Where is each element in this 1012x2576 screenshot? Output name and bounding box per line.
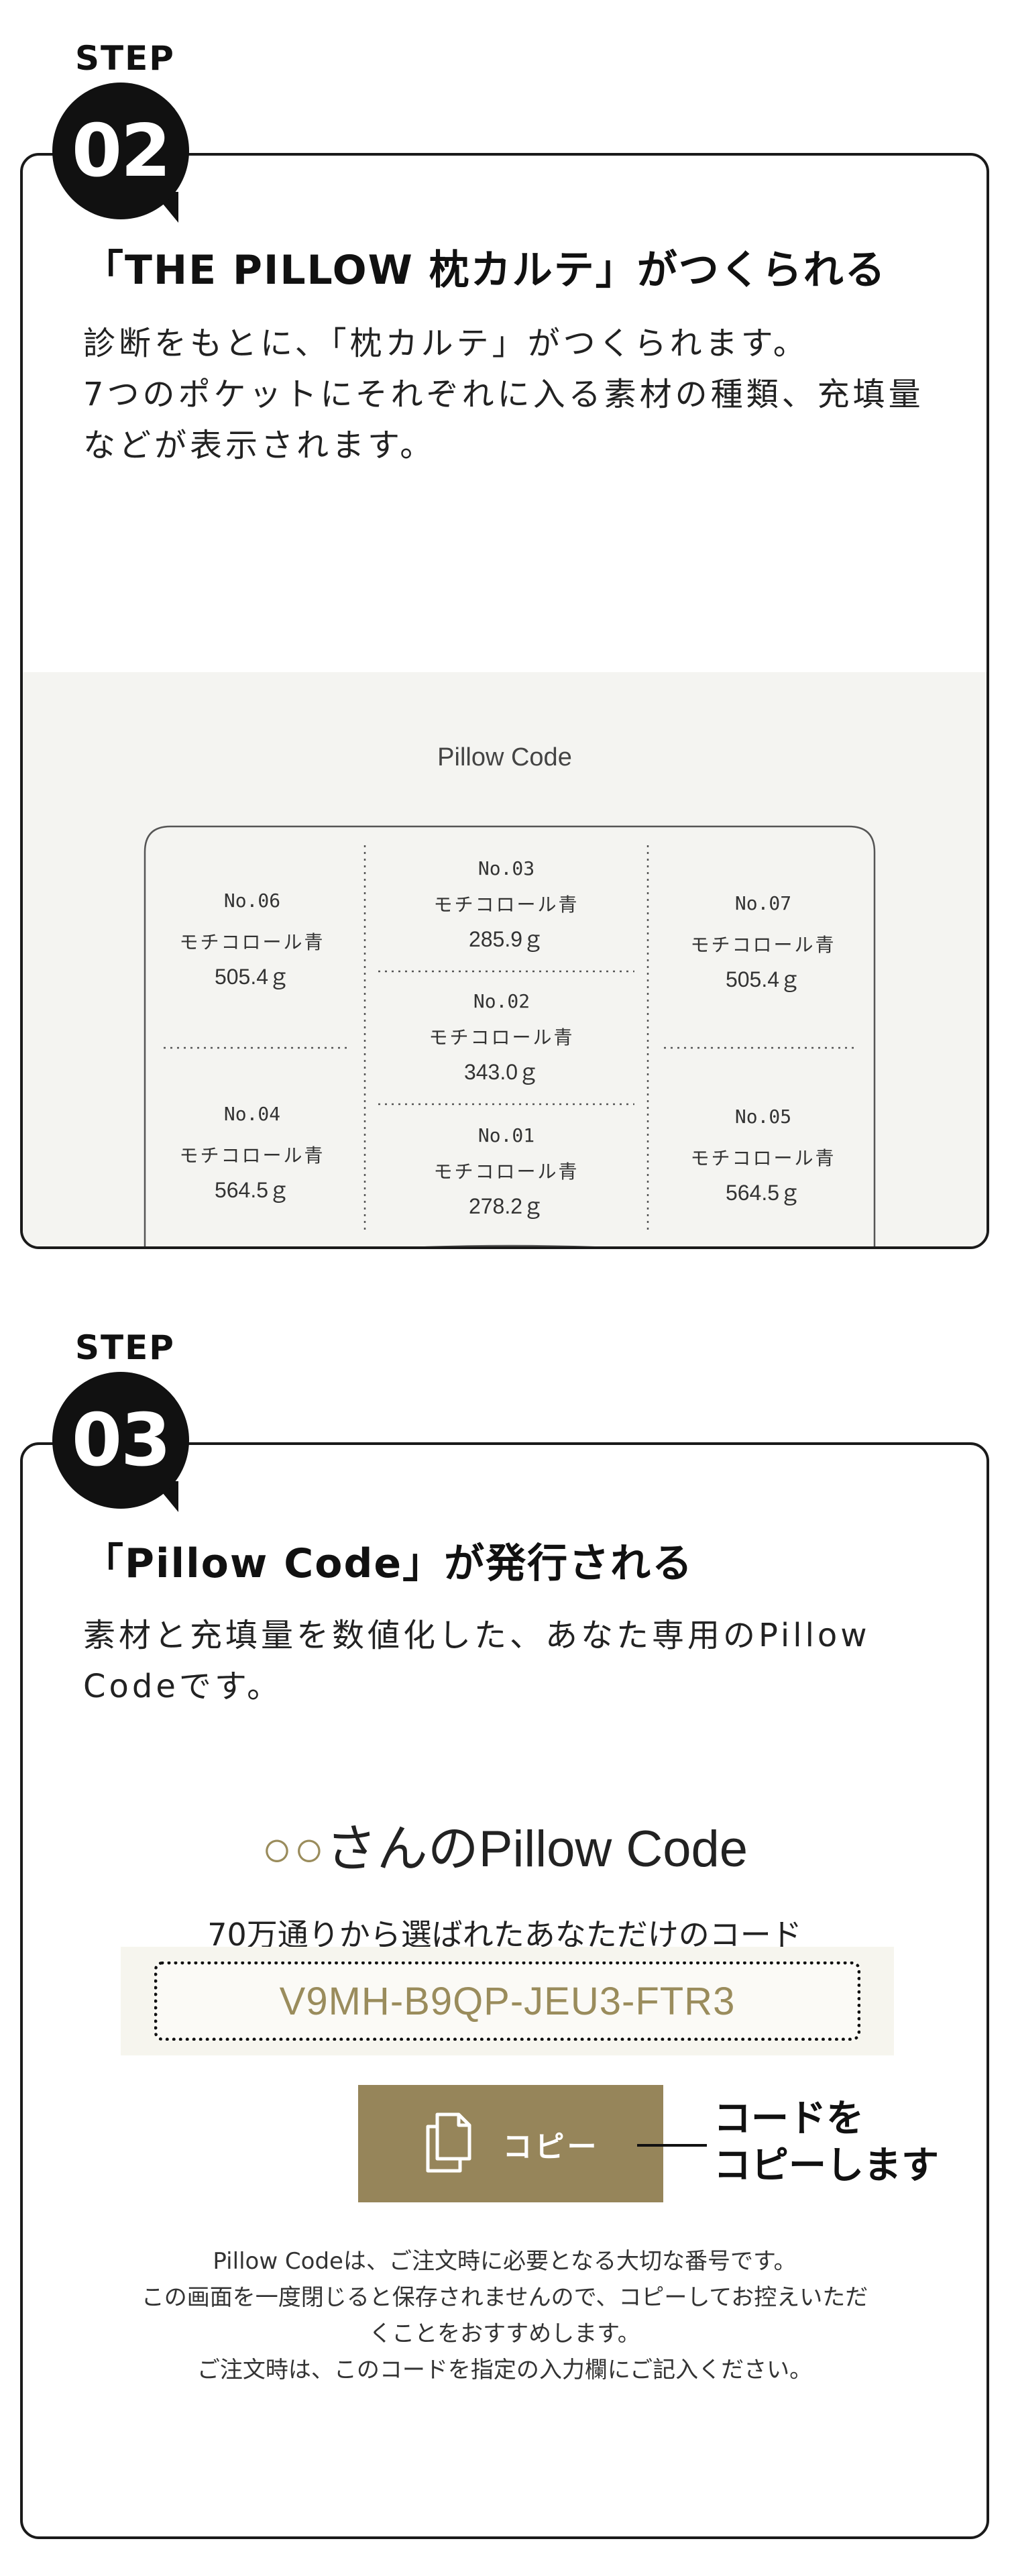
step-number-badge: 03 bbox=[52, 1372, 189, 1509]
card-description: 素材と充填量を数値化した、あなた専用のPillow Codeです。 bbox=[83, 1610, 870, 1712]
copy-callout: コードを コピーします bbox=[714, 2096, 939, 2190]
pocket-cell-03: No.03 モチコロール青 285.9ｇ bbox=[386, 857, 627, 953]
copy-icon bbox=[423, 2109, 483, 2178]
step-number-badge: 02 bbox=[52, 83, 189, 219]
pocket-weight: 278.2ｇ bbox=[468, 1194, 545, 1218]
notice-line: Pillow Codeは、ご注文時に必要となる大切な番号です。 bbox=[213, 2248, 797, 2275]
pocket-number: No.03 bbox=[477, 857, 535, 879]
user-name-placeholder: ○○ bbox=[261, 1821, 326, 1878]
pocket-weight: 505.4ｇ bbox=[725, 967, 801, 991]
pocket-number: No.02 bbox=[473, 990, 530, 1012]
step-03-card: 「Pillow Code」が発行される 素材と充填量を数値化した、あなた専用のP… bbox=[20, 1442, 989, 2539]
code-panel: V9MH-B9QP-JEU3-FTR3 bbox=[121, 1947, 894, 2055]
notice-text: Pillow Codeは、ご注文時に必要となる大切な番号です。 この画面を一度閉… bbox=[23, 2243, 987, 2388]
pointer-line bbox=[637, 2144, 707, 2147]
step-label: STEP bbox=[75, 1328, 175, 1367]
pocket-material: モチコロール青 bbox=[179, 1144, 325, 1167]
pocket-material: モチコロール青 bbox=[690, 934, 836, 956]
callout-line: コピーします bbox=[714, 2144, 939, 2188]
diagram-title: Pillow Code bbox=[437, 743, 572, 771]
card-title: 「THE PILLOW 枕カルテ」がつくられる bbox=[83, 247, 887, 294]
pocket-number: No.07 bbox=[734, 892, 792, 914]
notice-line: ご注文時は、このコードを指定の入力欄にご記入ください。 bbox=[196, 2357, 813, 2383]
pocket-cell-02: No.02 モチコロール青 343.0ｇ bbox=[381, 990, 622, 1086]
pocket-cell-01: No.01 モチコロール青 278.2ｇ bbox=[386, 1124, 627, 1220]
pocket-cell-06: No.06 モチコロール青 505.4ｇ bbox=[131, 890, 373, 991]
step-02-card: 「THE PILLOW 枕カルテ」がつくられる 診断をもとに、「枕カルテ」がつく… bbox=[20, 153, 989, 1249]
pillow-chart: No.06 モチコロール青 505.4ｇ No.03 モチコロール青 285.9… bbox=[144, 825, 876, 1246]
pocket-weight: 343.0ｇ bbox=[463, 1060, 540, 1084]
pocket-material: モチコロール青 bbox=[433, 894, 579, 916]
notice-line: くことをおすすめします。 bbox=[369, 2320, 640, 2347]
pocket-weight: 564.5ｇ bbox=[214, 1178, 290, 1202]
pocket-material: モチコロール青 bbox=[179, 931, 325, 953]
pocket-cell-05: No.05 モチコロール青 564.5ｇ bbox=[642, 1106, 884, 1207]
pillow-code-diagram: Pillow Code No.06 モチコロール青 505.4ｇ bbox=[23, 672, 987, 1246]
desc-line: 素材と充填量を数値化した、あなた専用のPillow bbox=[83, 1617, 870, 1654]
callout-line: コードを bbox=[714, 2097, 864, 2141]
notice-line: この画面を一度閉じると保存されませんので、コピーしてお控えいただ bbox=[141, 2284, 868, 2311]
copy-button-label: コピー bbox=[502, 2130, 600, 2163]
pocket-weight: 285.9ｇ bbox=[468, 927, 545, 951]
desc-line: などが表示されます。 bbox=[83, 427, 436, 464]
desc-line: 診断をもとに、「枕カルテ」がつくられます。 bbox=[83, 325, 809, 362]
step-label: STEP bbox=[75, 39, 175, 78]
card-title: 「Pillow Code」が発行される bbox=[83, 1540, 694, 1587]
card-description: 診断をもとに、「枕カルテ」がつくられます。 7つのポケットにそれぞれに入る素材の… bbox=[83, 318, 924, 471]
pocket-material: モチコロール青 bbox=[690, 1147, 836, 1169]
heading-text: さんのPillow Code bbox=[325, 1821, 748, 1878]
pocket-material: モチコロール青 bbox=[429, 1026, 575, 1049]
pocket-cell-04: No.04 モチコロール青 564.5ｇ bbox=[131, 1103, 373, 1204]
pocket-weight: 505.4ｇ bbox=[214, 965, 290, 989]
pillow-code-heading: ○○さんのPillow Code bbox=[23, 1807, 987, 1881]
pocket-number: No.04 bbox=[223, 1103, 281, 1125]
desc-line: 7つのポケットにそれぞれに入る素材の種類、充填量 bbox=[83, 376, 924, 413]
pillow-code-value[interactable]: V9MH-B9QP-JEU3-FTR3 bbox=[154, 1962, 860, 2041]
pocket-material: モチコロール青 bbox=[433, 1161, 579, 1183]
pocket-cell-07: No.07 モチコロール青 505.4ｇ bbox=[642, 892, 884, 994]
pillow-outline bbox=[144, 825, 876, 1246]
copy-button[interactable]: コピー bbox=[358, 2085, 663, 2202]
pocket-number: No.01 bbox=[477, 1124, 535, 1146]
pocket-weight: 564.5ｇ bbox=[725, 1181, 801, 1205]
pocket-number: No.05 bbox=[734, 1106, 792, 1128]
pocket-number: No.06 bbox=[223, 890, 281, 912]
desc-line: Codeです。 bbox=[83, 1668, 283, 1705]
